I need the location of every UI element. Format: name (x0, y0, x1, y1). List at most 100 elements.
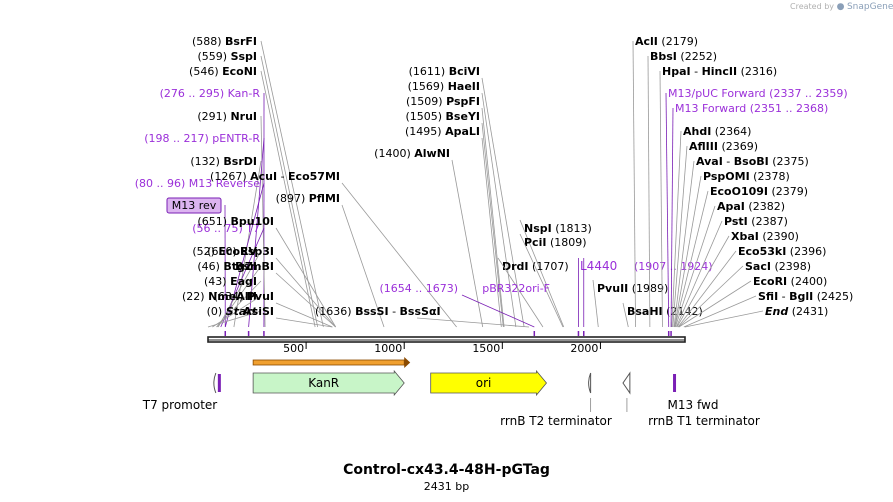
connector-line (671, 130, 682, 328)
site-label-part: (2379) (768, 185, 808, 198)
connector-line (248, 137, 265, 328)
connector-line (275, 272, 336, 328)
connector-line (659, 70, 663, 328)
site-label-part: (56 .. 75) (192, 222, 246, 235)
t7-primer-glyph (217, 374, 221, 392)
connector-line (497, 257, 544, 328)
site-label: XbaI (2390) (731, 230, 799, 243)
site-label-part: (1989) (628, 282, 668, 295)
m13-rev-label: M13 rev (172, 199, 217, 212)
site-label-part: SacI (745, 260, 771, 273)
rrnb-t2-terminator-glyph (588, 372, 592, 394)
ruler-label: 1000 (374, 342, 402, 355)
site-label: (43) EagI (204, 275, 257, 288)
site-label-part: EcoRV (218, 245, 257, 258)
watermark-prefix: Created by (790, 2, 835, 11)
site-label-part: (2396) (786, 245, 826, 258)
site-label-part: Kan-R (228, 87, 261, 100)
site-label-part: (132) (190, 155, 223, 168)
site-label: (1569) HaeII (408, 80, 480, 93)
site-label: EcoRI (2400) (753, 275, 827, 288)
site-label-part: HaeII (448, 80, 480, 93)
site-label-part: EcoNI (222, 65, 257, 78)
connector-line (481, 137, 502, 328)
connector-line (341, 204, 385, 328)
site-label-part: (1707) (529, 260, 569, 273)
site-label-part: (559) (197, 50, 230, 63)
site-label-part: AvaI (696, 155, 723, 168)
feature-arrow (252, 369, 405, 397)
site-label-part: End (765, 305, 788, 318)
site-label: (546) EcoNI (189, 65, 257, 78)
site-label-part: (2369) (718, 140, 758, 153)
connector-line (275, 302, 333, 328)
site-label-part: PvuII (597, 282, 628, 295)
site-label-part: (2252) (677, 50, 717, 63)
ruler-label: 500 (283, 342, 304, 355)
site-label: (559) SspI (197, 50, 257, 63)
feature-name-label: pBR322ori-F (482, 282, 550, 295)
watermark-brand: SnapGene (846, 2, 893, 12)
site-label-part: - (778, 290, 789, 303)
bottom-feature-label: rrnB T1 terminator (648, 414, 760, 428)
site-label-part: (2337 .. 2359) (766, 87, 848, 100)
connector-line (678, 265, 744, 328)
site-label-part: (2364) (711, 125, 751, 138)
connector-line (260, 70, 316, 328)
site-label: (22) NmeAIII (182, 290, 257, 303)
site-label: PvuII (1989) (597, 282, 668, 295)
feature-range-label: (1654 .. 1673) (379, 282, 458, 295)
m13-rev-box (166, 197, 222, 214)
site-label-part: EagI (230, 275, 257, 288)
site-label-part: AlwNI (414, 147, 450, 160)
connector-line (207, 310, 262, 328)
site-label-part: Eco57MI (288, 170, 340, 183)
site-label: BbsI (2252) (650, 50, 717, 63)
connector-line (519, 233, 564, 328)
site-label: (291) NruI (197, 110, 257, 123)
m13-fwd-glyph (673, 374, 677, 392)
site-label-part: (2431) (788, 305, 828, 318)
plasmid-title: Control-cx43.4-48H-pGTag (343, 462, 550, 478)
connector-line (275, 317, 333, 328)
orf-arrowhead (404, 357, 411, 368)
site-label-part: (1505) (405, 110, 445, 123)
site-label: AclI (2179) (635, 35, 698, 48)
site-label-part: BssSI (355, 305, 389, 318)
connector-line (260, 40, 324, 328)
rrnb-t1-terminator-glyph (622, 371, 631, 395)
plasmid-length: 2431 bp (423, 480, 470, 493)
site-label-part: ApaLI (445, 125, 480, 138)
site-label-part: (198 .. 217) (144, 132, 212, 145)
site-label-part: AsiSI (243, 305, 274, 318)
site-label-part: AhdI (683, 125, 711, 138)
site-label: (56 .. 75) T7 (192, 222, 260, 235)
site-label: SacI (2398) (745, 260, 811, 273)
site-label-part: PciI (524, 236, 546, 249)
connector-line (676, 235, 730, 328)
orf-bar (252, 359, 405, 366)
site-label: PstI (2387) (724, 215, 788, 228)
connector-line (647, 55, 651, 328)
site-label: (1505) BseYI (405, 110, 480, 123)
site-label-part: T7 (245, 222, 260, 235)
connector-line (416, 317, 530, 328)
connector-line (481, 92, 517, 328)
watermark: Created by ● SnapGene (790, 2, 893, 12)
connector-line (481, 107, 505, 328)
connector-line (341, 182, 457, 328)
site-label-part: (52) (192, 245, 218, 258)
site-label: Eco53kI (2396) (738, 245, 826, 258)
feature-label: ori (476, 376, 492, 390)
bottom-feature-label: M13 fwd (668, 398, 719, 412)
connector-line (683, 295, 757, 328)
site-label: (80 .. 96) M13 Reverse (135, 177, 260, 190)
site-label: M13/pUC Forward (2337 .. 2359) (668, 87, 848, 100)
site-label-part: (0) (207, 305, 226, 318)
site-label-part: (1569) (408, 80, 448, 93)
site-label-part: (80 .. 96) (135, 177, 189, 190)
site-label-part: PflMI (309, 192, 340, 205)
site-label: AsiSI (243, 305, 274, 318)
site-label: (1611) BciVI (409, 65, 480, 78)
